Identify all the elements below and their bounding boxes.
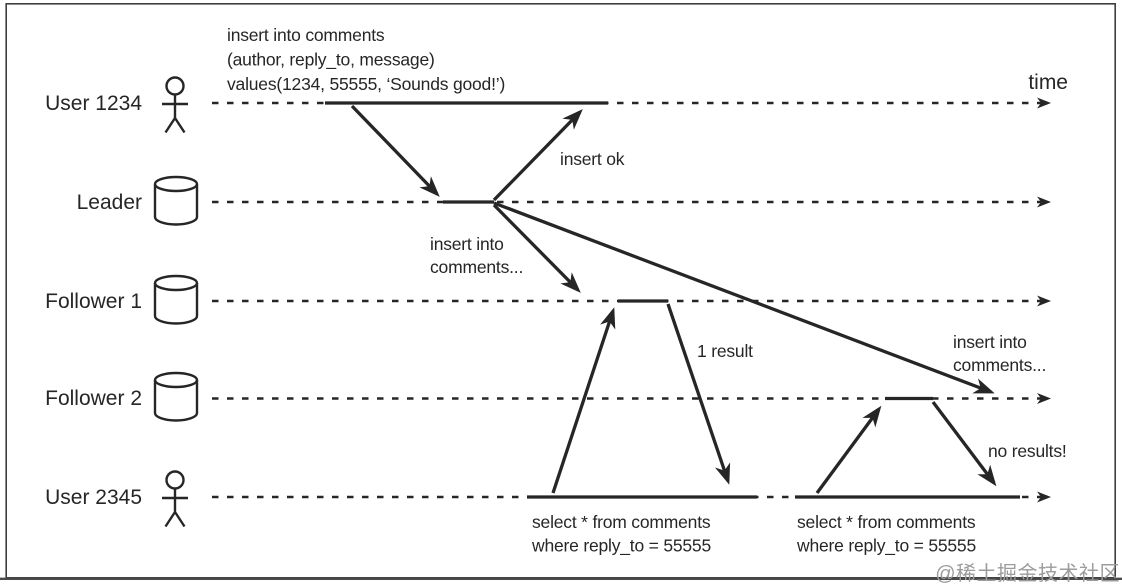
replicate-follower1-annotation: insert into comments... <box>430 234 523 277</box>
select-query2-line1: select * from comments <box>797 512 976 532</box>
row-label-follower-2: Follower 2 <box>45 387 142 410</box>
database-cylinder-icon <box>153 175 199 226</box>
database-cylinder-icon <box>153 371 199 422</box>
select-query1-annotation: select * from comments where reply_to = … <box>531 512 711 557</box>
one-result-label: 1 result <box>697 341 753 361</box>
insert-ok-label: insert ok <box>560 149 625 169</box>
lifeline-leader: Leader <box>77 175 1051 226</box>
row-label-user-2345: User 2345 <box>45 486 142 509</box>
replicate-follower2-line2: comments... <box>953 355 1046 375</box>
lifeline-follower-2: Follower 2 <box>45 371 1051 422</box>
replicate-follower2-line1: insert into <box>953 332 1027 352</box>
insert-statement-line3: values(1234, 55555, ‘Sounds good!’) <box>227 74 505 94</box>
database-cylinder-icon <box>153 274 199 325</box>
watermark-text: @稀土掘金技术社区 <box>935 562 1120 585</box>
insert-statement-line1: insert into comments <box>227 25 385 45</box>
person-icon <box>162 470 188 528</box>
message-arrows <box>350 104 997 494</box>
time-axis-label: time <box>1028 71 1068 94</box>
insert-statement-line2: (author, reply_to, message) <box>227 50 435 71</box>
arrow-replicate-to-follower-1 <box>492 203 581 293</box>
arrow-replicate-to-follower-2 <box>493 201 995 394</box>
select-query1-line1: select * from comments <box>532 512 711 532</box>
row-label-follower-1: Follower 1 <box>45 290 142 313</box>
arrow-insert-ok-to-user-1234 <box>492 109 583 202</box>
replicate-follower1-line1: insert into <box>430 234 504 254</box>
arrow-no-results-to-user-2345 <box>931 401 997 487</box>
arrow-select-query-to-follower-2 <box>815 405 882 494</box>
select-query2-annotation: select * from comments where reply_to = … <box>796 512 976 557</box>
arrow-insert-request-to-leader <box>350 104 440 197</box>
replicate-follower1-line2: comments... <box>430 257 523 277</box>
replicate-follower2-annotation: insert into comments... <box>953 332 1046 375</box>
lifeline-user-1234: User 1234 <box>45 76 1051 134</box>
row-label-user-1234: User 1234 <box>45 92 142 115</box>
lifeline-user-2345: User 2345 <box>45 470 1051 528</box>
person-icon <box>162 76 188 134</box>
row-label-leader: Leader <box>77 191 142 214</box>
select-query2-line2: where reply_to = 55555 <box>796 536 976 557</box>
insert-statement-annotation: insert into comments (author, reply_to, … <box>227 25 505 94</box>
select-query1-line2: where reply_to = 55555 <box>531 536 711 557</box>
no-results-label: no results! <box>988 441 1067 461</box>
lifeline-follower-1: Follower 1 <box>45 274 1051 325</box>
arrow-select-query-to-follower-1 <box>551 307 616 494</box>
arrow-one-result-to-user-2345 <box>666 303 731 485</box>
